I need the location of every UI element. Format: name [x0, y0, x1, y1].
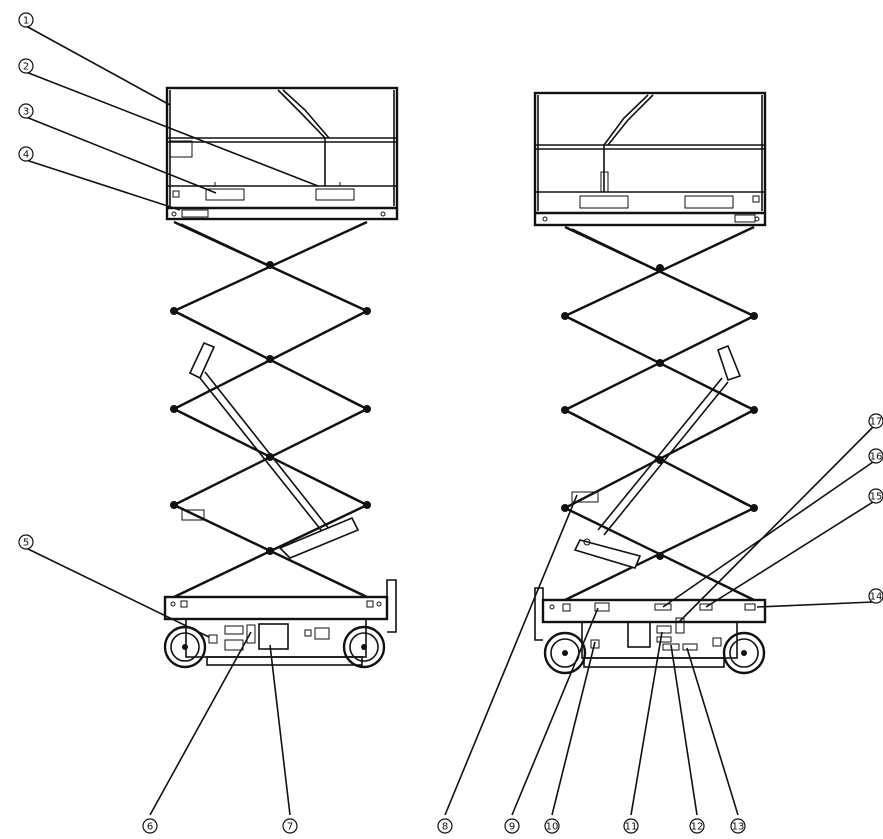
callout-10: 10 — [544, 818, 560, 834]
left-chassis — [163, 579, 397, 669]
callout-circle — [623, 818, 639, 834]
callout-5: 5 — [18, 534, 34, 550]
callout-11: 11 — [623, 818, 639, 834]
callout-7: 7 — [282, 818, 298, 834]
callout-label: 7 — [287, 822, 293, 833]
callout-circle — [868, 413, 883, 429]
callout-1: 1 — [18, 12, 34, 28]
callout-16: 16 — [868, 448, 883, 464]
callout-12: 12 — [689, 818, 705, 834]
leader-lines — [25, 25, 874, 816]
callout-label: 6 — [147, 822, 153, 833]
callout-circle — [18, 12, 34, 28]
callout-14: 14 — [868, 588, 883, 604]
callout-label: 2 — [23, 62, 29, 73]
callout-circle — [868, 488, 883, 504]
callout-label: 16 — [870, 452, 883, 463]
callout-label: 4 — [23, 150, 29, 161]
callout-label: 17 — [870, 417, 883, 428]
callout-6: 6 — [142, 818, 158, 834]
callout-label: 14 — [870, 592, 883, 603]
callout-circle — [18, 103, 34, 119]
callout-label: 13 — [732, 822, 745, 833]
callout-circle — [730, 818, 746, 834]
callout-label: 9 — [509, 822, 515, 833]
left-lift — [163, 86, 399, 669]
callout-circle — [18, 534, 34, 550]
callout-circle — [868, 448, 883, 464]
callout-circle — [437, 818, 453, 834]
callout-label: 11 — [625, 822, 638, 833]
callout-15: 15 — [868, 488, 883, 504]
callout-circle — [504, 818, 520, 834]
callout-3: 3 — [18, 103, 34, 119]
callout-label: 1 — [23, 16, 29, 27]
right-lift — [533, 91, 767, 675]
callout-4: 4 — [18, 146, 34, 162]
callout-circle — [282, 818, 298, 834]
callout-8: 8 — [437, 818, 453, 834]
callout-circle — [142, 818, 158, 834]
callout-label: 8 — [442, 822, 448, 833]
left-scissor-stack — [170, 220, 371, 599]
callout-circle — [18, 146, 34, 162]
callout-label: 15 — [870, 492, 883, 503]
callout-label: 5 — [23, 538, 29, 549]
right-platform — [533, 91, 767, 227]
callout-9: 9 — [504, 818, 520, 834]
callout-2: 2 — [18, 58, 34, 74]
right-chassis — [534, 587, 767, 675]
callout-label: 10 — [546, 822, 559, 833]
callout-13: 13 — [730, 818, 746, 834]
callout-17: 17 — [868, 413, 883, 429]
callout-circle — [18, 58, 34, 74]
callout-circle — [689, 818, 705, 834]
callout-circle — [544, 818, 560, 834]
right-scissor-stack — [561, 225, 758, 602]
callout-label: 3 — [23, 107, 29, 118]
callout-label: 12 — [691, 822, 704, 833]
callout-circle — [868, 588, 883, 604]
left-platform — [165, 86, 399, 221]
